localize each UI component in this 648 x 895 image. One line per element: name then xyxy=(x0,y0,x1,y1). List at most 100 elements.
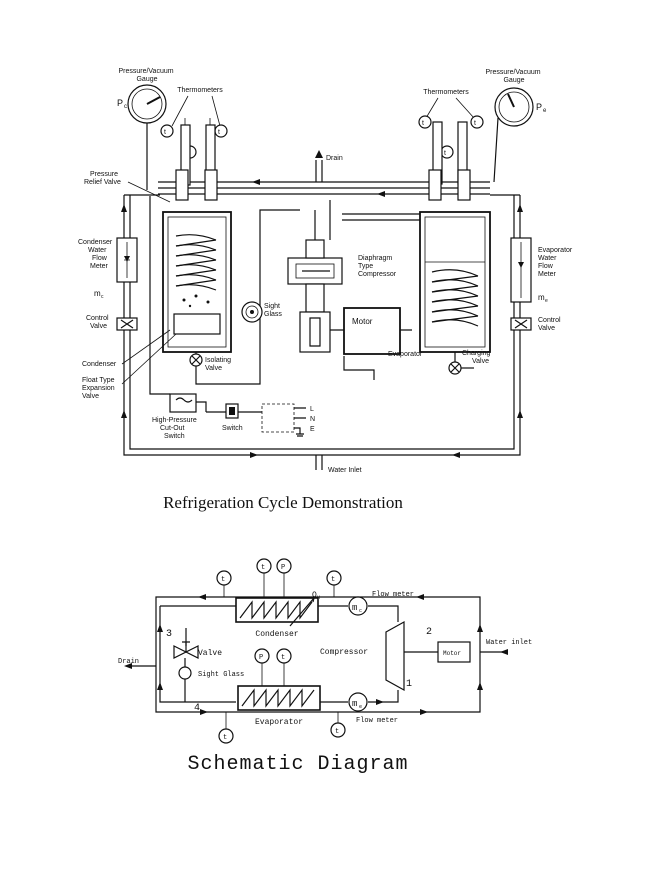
hp-cutout-switch xyxy=(149,196,207,413)
thermometers-left-label: Thermometers xyxy=(177,87,223,94)
svg-text:c: c xyxy=(101,294,104,300)
schematic-title: Schematic Diagram xyxy=(187,753,408,776)
sight-glass xyxy=(241,301,263,323)
flow-meter-top: m c xyxy=(348,596,368,616)
flow-meter-top-label: Flow meter xyxy=(372,591,414,599)
condenser-block xyxy=(235,597,319,627)
sight-glass-schematic-label: Sight Glass xyxy=(198,671,244,679)
svg-text:1: 1 xyxy=(406,679,412,690)
expansion-valve xyxy=(173,628,199,659)
svg-text:L: L xyxy=(310,406,314,413)
charging-valve xyxy=(448,352,474,375)
svg-text:c: c xyxy=(359,608,362,614)
evaporator-vessel xyxy=(419,211,491,353)
schematic-motor xyxy=(437,641,471,663)
svg-text:m: m xyxy=(352,699,357,709)
svg-text:t: t xyxy=(218,129,220,136)
svg-text:e: e xyxy=(359,704,362,710)
top-diagram-title: Refrigeration Cycle Demonstration xyxy=(163,493,403,512)
float-valve-box xyxy=(173,313,221,335)
schematic-evaporator-label: Evaporator xyxy=(255,718,303,727)
evaporator-flow-meter xyxy=(510,237,532,331)
motor xyxy=(330,307,412,355)
condenser-vessel xyxy=(162,211,232,353)
schematic-drain-label: Drain xyxy=(118,658,139,666)
svg-text:m: m xyxy=(94,289,101,298)
pressure-gauge-left: P c xyxy=(117,84,167,190)
svg-text:e: e xyxy=(545,298,548,304)
svg-text:m: m xyxy=(352,603,357,613)
compressor-symbol xyxy=(385,620,438,692)
thermometer-stems-left xyxy=(175,118,218,201)
pressure-gauge-right: P e xyxy=(493,87,547,183)
svg-text:t: t xyxy=(444,150,446,157)
svg-text:t: t xyxy=(164,129,166,136)
svg-text:N: N xyxy=(310,416,315,423)
water-inlet-label: Water Inlet xyxy=(328,467,362,474)
qh-label: QH xyxy=(312,591,320,601)
isolating-valve xyxy=(189,209,300,385)
main-switch xyxy=(206,403,262,419)
svg-text:e: e xyxy=(543,108,547,114)
valve-label: Valve xyxy=(198,649,222,658)
water-loop xyxy=(155,596,481,713)
schematic-compressor-label: Compressor xyxy=(320,648,368,657)
svg-text:P: P xyxy=(281,564,285,572)
diaphragm-compressor xyxy=(287,200,343,353)
svg-text:t: t xyxy=(281,654,285,662)
drain-label: Drain xyxy=(326,155,343,162)
svg-text:t: t xyxy=(221,576,225,584)
schematic-diagram: Condenser QH Evaporator Compressor Motor… xyxy=(118,558,532,744)
drain-arrow xyxy=(315,150,323,158)
schematic-sight-glass xyxy=(178,666,192,680)
svg-text:t: t xyxy=(422,120,424,127)
refrigerant-left-line xyxy=(159,606,236,703)
gauge-left-label: Pressure/Vacuum Gauge xyxy=(118,68,175,83)
svg-text:P: P xyxy=(259,654,263,662)
svg-text:Motor: Motor xyxy=(443,650,461,657)
evaporator-block xyxy=(237,685,321,711)
condenser-label: Condenser xyxy=(82,361,117,368)
svg-text:c: c xyxy=(124,104,127,110)
evaporator-coil xyxy=(431,269,479,327)
svg-text:t: t xyxy=(335,728,339,736)
svg-text:P: P xyxy=(536,102,542,112)
svg-text:2: 2 xyxy=(426,627,432,638)
svg-text:t: t xyxy=(474,120,476,127)
flow-meter-bottom-label: Flow meter xyxy=(356,717,398,725)
evaporator-label: Evaporator xyxy=(388,351,423,358)
svg-text:E: E xyxy=(310,426,315,433)
schematic-tags: t t P t P t t t xyxy=(216,558,346,744)
motor-label: Motor xyxy=(352,317,373,326)
condenser-coil xyxy=(175,234,217,291)
power-terminal xyxy=(261,403,306,437)
svg-text:t: t xyxy=(331,576,335,584)
svg-text:t: t xyxy=(261,564,265,572)
gauge-right-label: Pressure/Vacuum Gauge xyxy=(485,69,542,84)
switch-label: Switch xyxy=(222,425,243,432)
flow-meter-bottom: m e xyxy=(348,692,368,712)
apparatus-diagram: P c Pressure/Vacuum Gauge P e Pressure/V… xyxy=(78,68,573,474)
thermometers-right-label: Thermometers xyxy=(423,89,469,96)
condenser-flow-meter xyxy=(116,237,138,331)
svg-text:m: m xyxy=(538,293,545,302)
svg-text:t: t xyxy=(223,734,227,742)
thermometer-stems-right xyxy=(428,121,471,201)
schematic-water-inlet-label: Water inlet xyxy=(486,639,532,647)
svg-text:P: P xyxy=(117,98,123,108)
schematic-condenser-label: Condenser xyxy=(255,630,298,639)
svg-text:3: 3 xyxy=(166,629,172,640)
svg-text:4: 4 xyxy=(194,703,200,714)
